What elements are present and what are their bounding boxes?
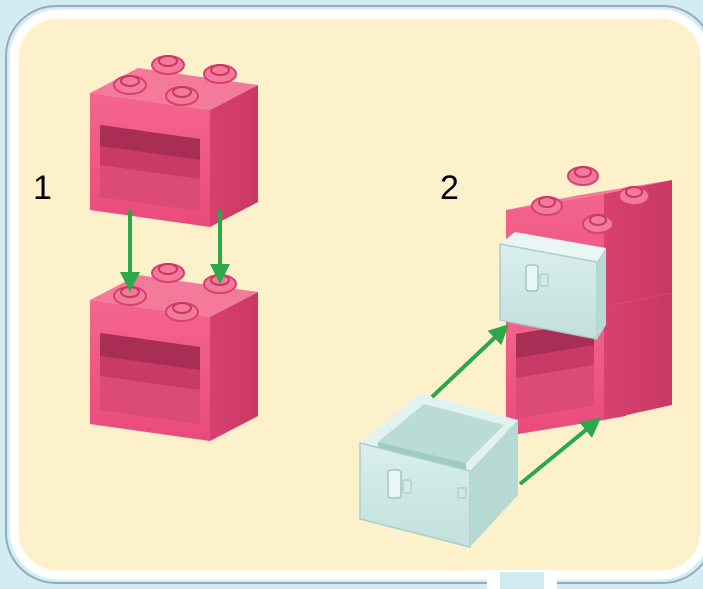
duplo-drawer-icon [499, 232, 606, 340]
duplo-brick-icon [90, 55, 258, 227]
insert-arrow-icon [430, 324, 509, 399]
duplo-brick-icon [90, 263, 258, 441]
step-number-2: 2 [440, 169, 459, 207]
step-number-1: 1 [33, 169, 52, 207]
step2-loose-drawer [359, 393, 518, 548]
panel-outline [5, 5, 703, 584]
duplo-drawer-icon [359, 393, 518, 548]
step1-top-brick [90, 55, 258, 227]
step1-bottom-brick [90, 263, 258, 441]
step2-stacked-bricks [499, 166, 672, 436]
insert-arrow-icon [518, 417, 602, 486]
